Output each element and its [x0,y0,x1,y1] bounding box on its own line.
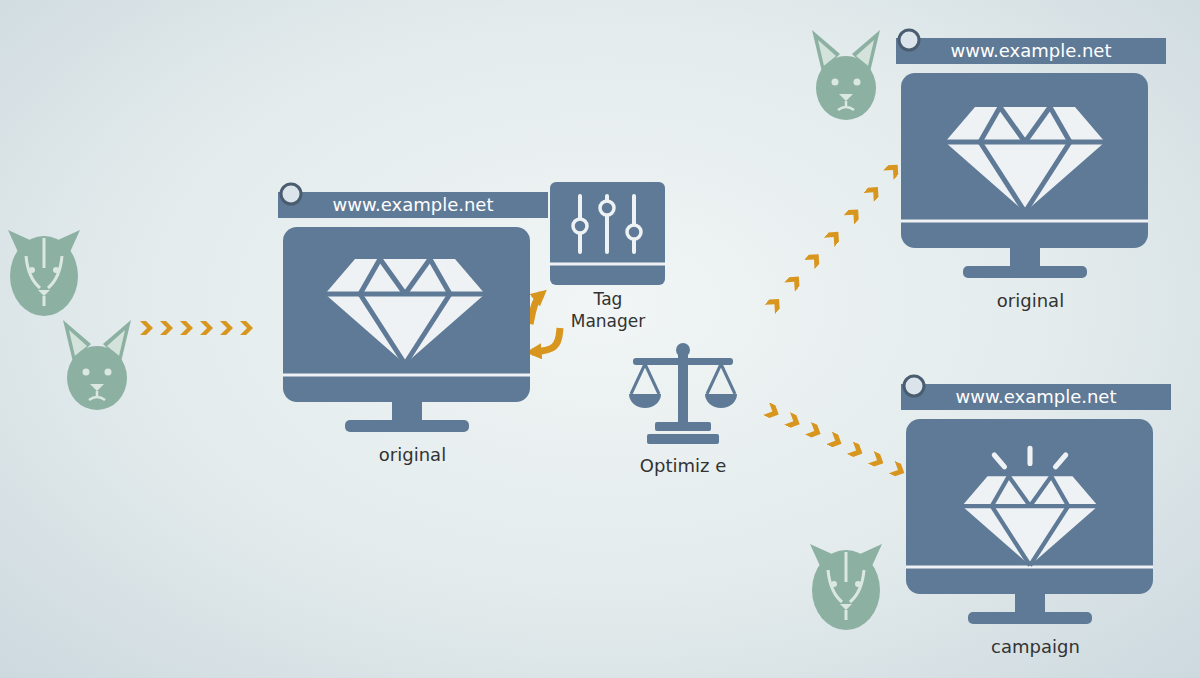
browser-tab [901,384,1171,410]
slider-set [573,196,641,252]
monitor-base [963,266,1087,278]
page-label: campaign [898,635,1173,659]
monitor-base [968,612,1092,624]
page-label: original [893,289,1168,313]
tab-dot [904,376,924,396]
monitor-neck [392,402,422,422]
visitor-icon [810,544,882,630]
monitor-neck [1010,248,1040,268]
traffic-chevrons [140,321,253,335]
monitor-screen [901,73,1148,248]
diamond-icon [962,448,1098,565]
tag-manager-icon [550,182,665,285]
tool-label: Optimiz e [639,454,727,478]
tool-label: Tag Manager [562,288,654,332]
traffic-chevrons [741,397,898,470]
diamond-icon [945,107,1105,212]
node-shape [893,28,1168,328]
visitor-icon [63,320,131,410]
visitor-icon [812,30,880,120]
monitor-neck [1015,594,1045,614]
scale-icon [629,343,737,444]
node-shape [625,342,741,508]
browser-tab [278,192,548,218]
node-shape [275,182,550,482]
monitor-base [345,420,469,432]
browser-monitor: www.example.net original [275,182,550,482]
screen-stripe [906,566,1153,569]
browser-monitor: www.example.net campaign [898,374,1173,674]
url-text: www.example.net [901,384,1171,410]
monitor-screen [283,227,530,402]
sync-arrow [532,328,560,352]
url-text: www.example.net [278,192,548,218]
tab-dot [899,30,919,50]
url-text: www.example.net [896,38,1166,64]
tool-box: Tag Manager [550,182,666,342]
diamond-icon [325,259,485,364]
node-shape [898,374,1173,674]
tool-icon: Optimiz e [625,342,741,508]
sync-arrow [530,294,542,324]
page-label: original [275,443,550,467]
monitor-screen [906,419,1153,594]
traffic-chevrons [741,170,893,342]
visitor-icon [8,230,80,316]
browser-tab [896,38,1166,64]
browser-monitor: www.example.net original [893,28,1168,328]
screen-stripe [901,220,1148,223]
screen-stripe [283,374,530,377]
tab-dot [281,184,301,204]
